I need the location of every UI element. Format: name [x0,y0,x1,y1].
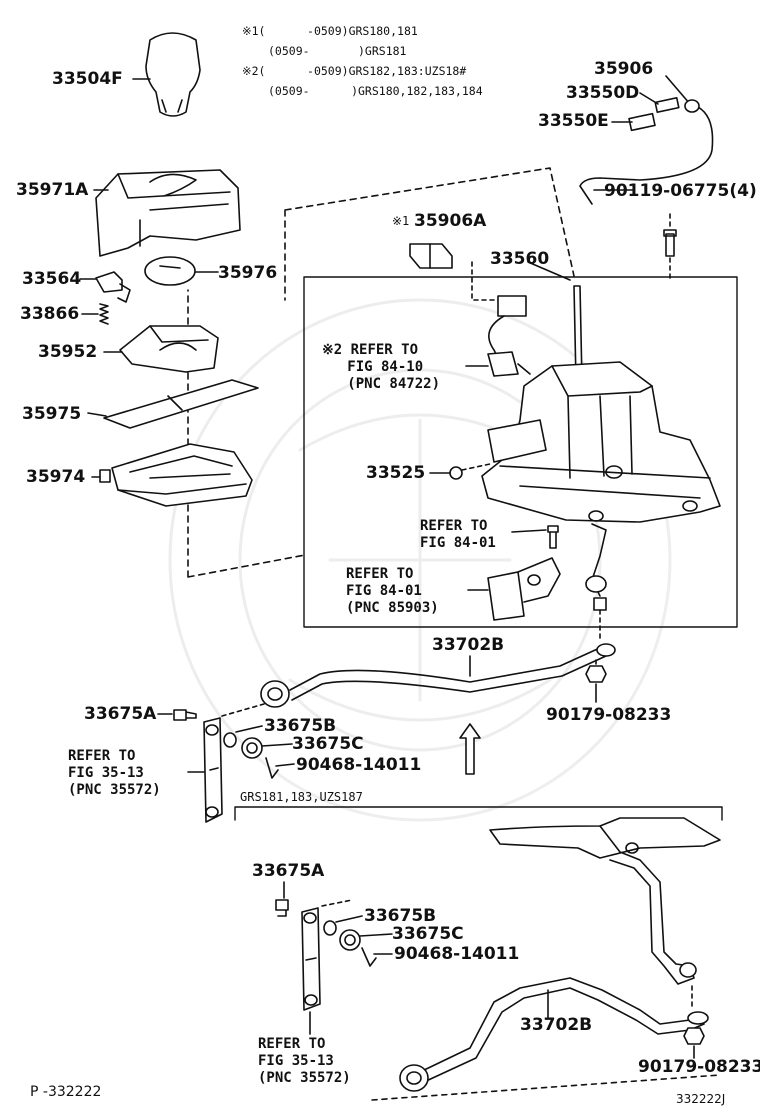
part-33564: 33564 [22,269,82,289]
bushing-icon [223,732,263,759]
part-35971A: 35971A [16,180,89,200]
bolt-icon-4 [275,899,289,917]
refer-fig-35-13-bot: REFER TO FIG 35-13 (PNC 35572) [258,1036,351,1086]
part-35906A-mark: ※1 [392,214,410,228]
part-90179-08233-bot: 90179-08233 [638,1057,760,1077]
part-35906: 35906 [594,59,654,79]
part-33550D: 33550D [566,83,640,103]
part-33550E: 33550E [538,111,609,131]
leader-33675B-top [235,725,263,733]
nut-icon [585,665,607,683]
leader-33675B-bot [335,915,363,923]
switch-harness-icon [487,295,531,377]
page-id: P -332222 [30,1084,102,1100]
control-rod-icon [260,643,616,708]
part-33675B-bot: 33675B [364,906,437,926]
leader-ref2 [511,529,547,533]
clip-icon-2 [361,947,377,967]
refer-fig-84-10: ※2 REFER TO FIG 84-10 (PNC 84722) [322,342,441,392]
refer-fig-84-01-b: REFER TO FIG 84-01 (PNC 85903) [346,566,439,616]
part-33675A-bot: 33675A [252,861,325,881]
lever-arm-icon-2 [301,907,321,1011]
slider-icon [119,325,219,373]
assembly-frame [303,276,738,628]
leader-33525-dash [461,463,491,471]
shift-knob-icon [145,32,201,117]
nut-icon-box [593,597,607,611]
leader-35975 [87,412,107,417]
part-35975: 35975 [22,404,82,424]
bolt-icon-3 [173,709,197,721]
cable-icon [579,75,714,205]
left-group-outline [187,167,575,578]
variant-bracket-lower [371,1074,721,1101]
variant-label: GRS181,183,UZS187 [240,790,363,804]
refer-fig-35-13-top: REFER TO FIG 35-13 (PNC 35572) [68,748,161,798]
refer-fig-84-01-a: REFER TO FIG 84-01 [420,518,496,551]
clip-icon [265,757,279,779]
bushing-icon-2 [323,920,361,951]
lower-shift-lever-icon [489,817,721,985]
part-35952: 35952 [38,342,98,362]
switch-block-icon [487,557,561,621]
part-33702B-bot: 33702B [520,1015,593,1035]
part-33675C-bot: 33675C [392,924,464,944]
part-90468-14011-top: 90468-14011 [296,755,422,775]
lever-arm-icon [203,717,223,823]
upper-housing-icon [95,169,241,257]
leader-33550D [639,92,659,105]
part-33504F: 33504F [52,69,123,89]
part-33675B-top: 33675B [264,716,337,736]
figure-id: 332222J [676,1092,726,1106]
part-33702B-top: 33702B [432,635,505,655]
leader-90468-top [275,763,295,767]
lock-button-icon [95,271,131,303]
part-35976: 35976 [218,263,278,283]
dust-cover-icon [144,256,196,286]
front-arrow-icon [459,723,481,775]
control-rod-icon-2 [399,977,709,1092]
part-35906A: 35906A [414,211,487,231]
part-35974: 35974 [26,467,86,487]
spring-icon [99,303,109,325]
leader-33675C-bot [359,933,393,937]
part-90119-06775: 90119-06775(4) [604,181,757,201]
note-2b: (0509- )GRS180,182,183,184 [268,84,483,98]
note-2a: ※2( -0509)GRS182,183:UZS18# [242,64,467,78]
indicator-plate-icon [103,379,259,429]
note-1b: (0509- )GRS181 [268,44,407,58]
watermark [168,298,672,822]
part-33675A-top: 33675A [84,704,157,724]
part-90468-14011-bot: 90468-14011 [394,944,520,964]
note-1a: ※1( -0509)GRS180,181 [242,24,418,38]
leader-33675C-top [261,743,293,747]
part-33560: 33560 [490,249,550,269]
part-90179-08233-top: 90179-08233 [546,705,672,725]
leader-dash-bot2 [321,899,353,907]
lower-housing-icon [99,443,253,507]
bolt-icon [663,229,677,257]
leader-35906A [471,261,501,301]
part-33525: 33525 [366,463,426,483]
shift-lever-assembly-icon [481,285,721,597]
washer-icon [449,466,463,480]
leader-33560 [527,261,571,281]
bolt-icon-2 [547,525,559,549]
variant-bracket [234,806,723,821]
switch-connector-icon [409,243,453,269]
part-33866: 33866 [20,304,80,324]
part-33675C-top: 33675C [292,734,364,754]
nut-icon-2 [683,1027,705,1045]
